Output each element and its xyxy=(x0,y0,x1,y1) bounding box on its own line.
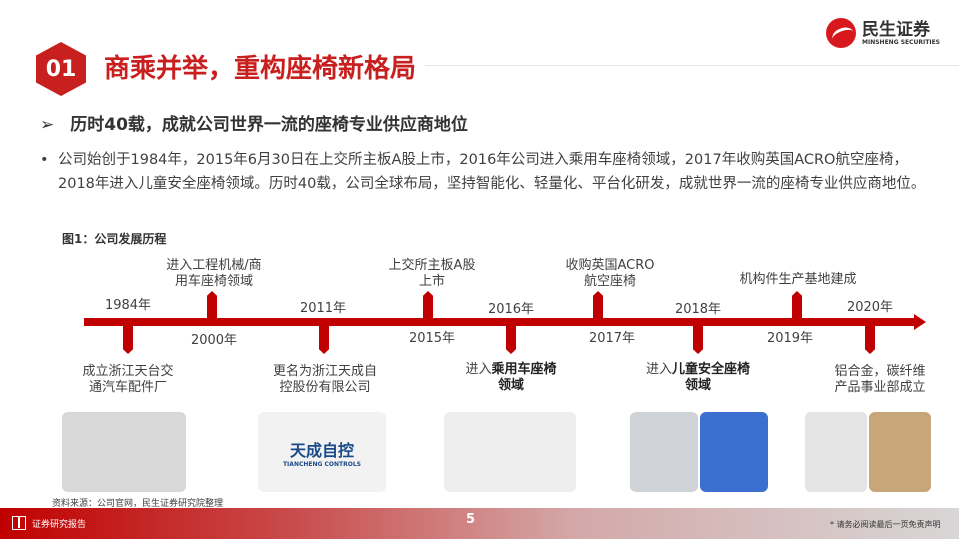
event-2019: 机构件生产基地建成 xyxy=(739,272,857,287)
tick-2000 xyxy=(207,291,217,323)
year-2020: 2020年 xyxy=(846,300,894,315)
section-number-badge: 01 xyxy=(36,42,86,96)
body-paragraph: 公司始创于1984年，2015年6月30日在上交所主板A股上市，2016年公司进… xyxy=(38,148,928,196)
logo-cn: 民生证券 xyxy=(862,19,930,40)
timeline-arrow-icon xyxy=(914,314,926,330)
footer-label: 证券研究报告 xyxy=(32,520,87,530)
year-2018: 2018年 xyxy=(674,302,722,317)
tick-1984 xyxy=(123,322,133,354)
footer-bar xyxy=(0,508,959,539)
tick-2019 xyxy=(792,291,802,323)
event-2011: 更名为浙江天成自控股份有限公司 xyxy=(272,364,378,395)
carbon-fiber-product-photo xyxy=(869,412,931,492)
car-seat-photo xyxy=(444,412,576,492)
child-seat-photo-1 xyxy=(630,412,698,492)
event-2015: 上交所主板A股上市 xyxy=(388,258,476,289)
tick-2020 xyxy=(865,322,875,354)
factory-photo xyxy=(62,412,186,492)
event-2000: 进入工程机械/商用车座椅领域 xyxy=(166,258,262,289)
page-title: 商乘并举，重构座椅新格局 xyxy=(104,54,417,84)
figure-title: 图1：公司发展历程 xyxy=(62,232,167,246)
book-icon xyxy=(12,516,26,530)
tick-2017 xyxy=(593,291,603,323)
child-seat-photo-2 xyxy=(700,412,768,492)
timeline-axis xyxy=(84,318,916,326)
logo-icon xyxy=(826,18,856,48)
subtitle-text: 历时40载，成就公司世界一流的座椅专业供应商地位 xyxy=(70,115,468,135)
tick-2015 xyxy=(423,291,433,323)
year-2015: 2015年 xyxy=(408,331,456,346)
logo-en: MINSHENG SECURITIES xyxy=(862,38,940,46)
tick-2018 xyxy=(693,322,703,354)
year-2016: 2016年 xyxy=(487,302,535,317)
tick-2016 xyxy=(506,322,516,354)
title-divider xyxy=(425,65,959,66)
tick-2011 xyxy=(319,322,329,354)
source-note: 资料来源：公司官网，民生证券研究院整理 xyxy=(52,499,224,509)
event-2020: 铝合金，碳纤维产品事业部成立 xyxy=(834,364,926,395)
disclaimer: * 请务必阅读最后一页免责声明 xyxy=(830,520,941,529)
year-2000: 2000年 xyxy=(190,333,238,348)
page-number: 5 xyxy=(466,512,476,527)
aluminum-product-photo xyxy=(805,412,867,492)
event-2016: 进入乘用车座椅领域 xyxy=(465,362,557,393)
year-2019: 2019年 xyxy=(766,331,814,346)
year-1984: 1984年 xyxy=(104,298,152,313)
event-1984: 成立浙江天台交通汽车配件厂 xyxy=(82,364,174,395)
year-2011: 2011年 xyxy=(299,301,347,316)
year-2017: 2017年 xyxy=(588,331,636,346)
event-2018: 进入儿童安全座椅领域 xyxy=(645,362,751,393)
subtitle: ➢ 历时40载，成就公司世界一流的座椅专业供应商地位 xyxy=(40,110,468,135)
arrow-bullet-icon: ➢ xyxy=(40,115,55,135)
